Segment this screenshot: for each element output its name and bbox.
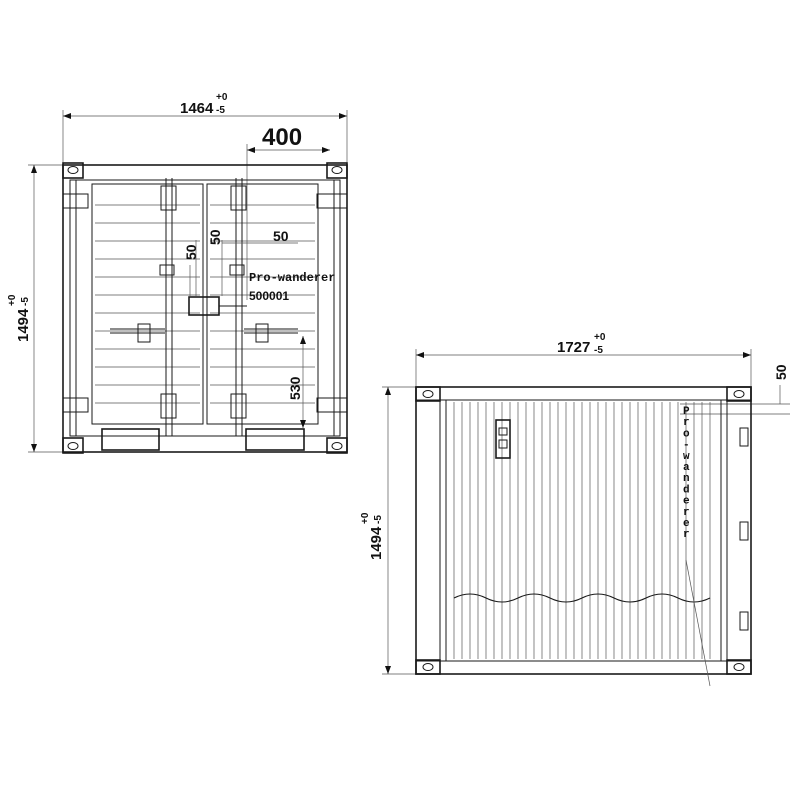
side-dim-50: 50 [773, 364, 789, 380]
hinge [739, 521, 749, 541]
bottom-plate-right [245, 428, 305, 451]
dim-50-vertical-b: 50 [207, 229, 223, 245]
corner-casting [726, 659, 752, 675]
dim-50-vertical-a: 50 [183, 244, 199, 260]
offset-400-label: 400 [262, 124, 302, 151]
right-door [206, 183, 319, 425]
side-latch [495, 419, 511, 459]
side-height-tol-upper: +0 [360, 512, 371, 524]
lock-box [188, 296, 220, 316]
side-length-value: 1727 [557, 339, 590, 356]
side-height-value: 1494 [368, 526, 385, 560]
side-length-tol-lower: -5 [594, 345, 603, 356]
front-view: 1464 +0 -5 400 1494 +0 -5 [7, 92, 348, 454]
dim-530-label: 530 [287, 376, 303, 400]
plate-serial-text: 500001 [249, 289, 289, 303]
corner-casting [415, 386, 441, 402]
left-door [91, 183, 204, 425]
corner-casting [62, 437, 84, 454]
door-handle [255, 323, 269, 343]
side-view: 1727 +0 -5 1494 +0 -5 50 [360, 332, 790, 687]
side-length-tol-upper: +0 [594, 332, 606, 343]
corner-casting [62, 162, 84, 179]
front-height-tol-lower: -5 [20, 297, 31, 306]
side-height-tol-lower: -5 [373, 515, 384, 524]
front-width-value: 1464 [180, 100, 214, 117]
door-ribs [95, 204, 315, 404]
plate-brand-text: Pro-wanderer [249, 271, 335, 285]
front-height-tol-upper: +0 [7, 294, 18, 306]
front-frame [62, 164, 348, 453]
side-corrugation [453, 402, 711, 659]
corner-casting [326, 162, 348, 179]
hinge [739, 427, 749, 447]
door-handle [137, 323, 151, 343]
corner-casting [726, 386, 752, 402]
bottom-plate-left [101, 428, 160, 451]
corner-casting [415, 659, 441, 675]
front-width-tol-lower: -5 [216, 105, 225, 116]
corner-casting [326, 437, 348, 454]
dim-50-horizontal: 50 [273, 228, 289, 244]
front-height-value: 1494 [15, 308, 32, 342]
front-width-tol-upper: +0 [216, 92, 228, 103]
side-frame [415, 386, 752, 675]
side-wave-line [453, 593, 711, 603]
hinge [739, 611, 749, 631]
